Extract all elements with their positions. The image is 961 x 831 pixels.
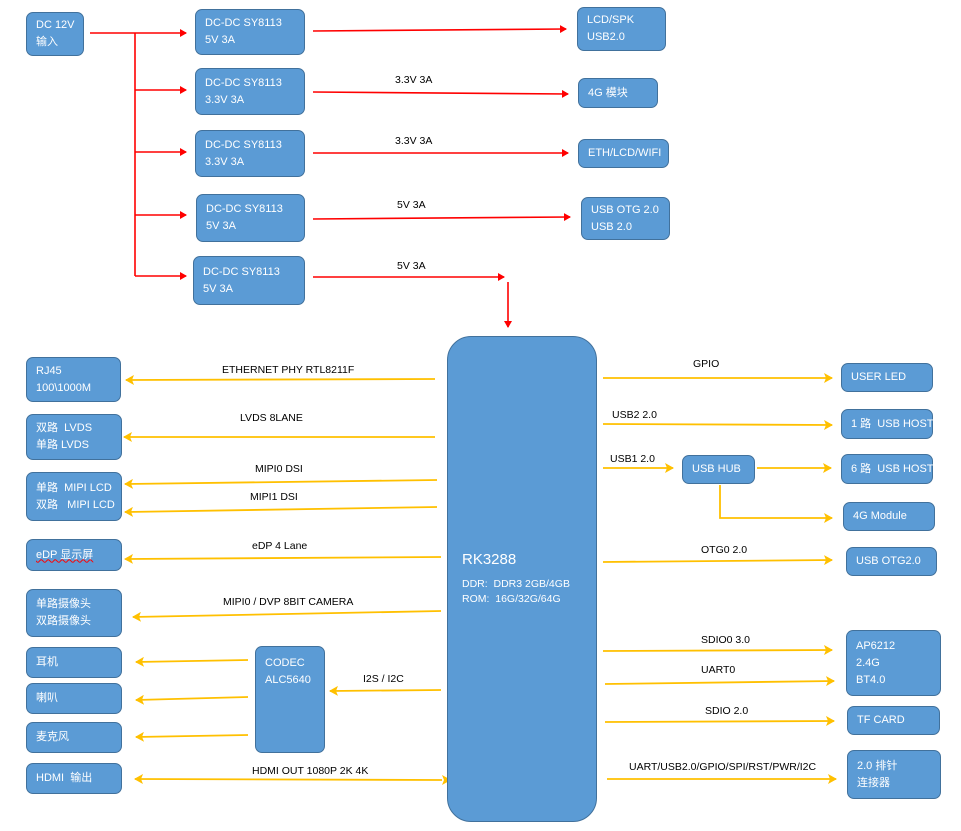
label-hdmi: HDMI OUT 1080P 2K 4K [252,765,369,777]
dc-input-box: DC 12V 输入 [26,12,84,56]
arrow-edp [124,553,442,564]
arrow-mic [135,731,249,742]
mipi-lcd-box: 单路 MIPI LCD 双路 MIPI LCD [26,472,122,521]
label-sdio0: SDIO0 3.0 [701,634,751,646]
arrow-mipi0 [124,478,438,489]
speaker-box: 喇叭 [26,683,122,714]
rail-label-4: 5V 3A [397,260,426,272]
rail-label-3: 5V 3A [397,199,426,211]
soc-box: RK3288 DDR: DDR3 2GB/4GB ROM: 16G/32G/64… [447,336,597,822]
rail-label-2: 3.3V 3A [395,135,433,147]
power-output-box-4: USB OTG 2.0 USB 2.0 [581,197,670,240]
arrow-camera [132,610,442,622]
arrow-speaker [135,694,249,705]
power-output-box-1: LCD/SPK USB2.0 [577,7,666,51]
arrow-otg0 [602,555,833,566]
label-otg0: OTG0 2.0 [701,544,748,556]
edp-box: eDP 显示屏 [26,539,122,571]
module-4g-box: 4G Module [843,502,935,531]
power-output-box-3: ETH/LCD/WIFI [578,139,669,168]
header-connector-box: 2.0 排针 连接器 [847,750,941,799]
usb-hub-box: USB HUB [682,455,755,484]
arrow-usb2 [602,419,833,430]
usb-host6-box: 6 路 USB HOST [841,454,934,484]
rj45-box: RJ45 100\1000M [26,357,121,402]
label-edp: eDP 4 Lane [252,540,308,552]
label-misc: UART/USB2.0/GPIO/SPI/RST/PWR/I2C [629,761,817,773]
label-gpio: GPIO [693,358,720,370]
arrow-hdmi-left [134,774,442,785]
arrow-i2s [329,685,442,696]
power-arrow-out1 [312,25,567,34]
label-mipi1: MIPI1 DSI [250,491,298,503]
arrow-earphone [135,656,249,667]
usb-host1-box: 1 路 USB HOST [841,409,934,439]
regulator-box-4: DC-DC SY8113 5V 3A [196,194,305,242]
signal-connectors [123,373,837,785]
soc-rom: ROM: 16G/32G/64G [462,593,561,605]
label-uart0: UART0 [701,664,736,676]
soc-name: RK3288 [462,551,517,568]
arrow-ethernet [125,374,436,385]
soc-ddr: DDR: DDR3 2GB/4GB [462,578,570,590]
label-usb2: USB2 2.0 [612,409,657,421]
arrow-mipi1 [124,506,438,517]
power-arrow-out2 [312,89,569,98]
tf-card-box: TF CARD [847,706,940,735]
rail-label-1: 3.3V 3A [395,74,433,86]
regulator-box-5: DC-DC SY8113 5V 3A [193,256,305,305]
label-usb1: USB1 2.0 [610,453,655,465]
label-sdio2: SDIO 2.0 [705,705,749,717]
codec-box: CODEC ALC5640 [255,646,325,753]
user-led-box: USER LED [841,363,933,392]
regulator-box-3: DC-DC SY8113 3.3V 3A [195,130,305,177]
hdmi-box: HDMI 输出 [26,763,122,794]
edp-box-label: eDP 显示屏 [36,548,94,561]
power-output-box-2: 4G 模块 [578,78,658,108]
regulator-box-2: DC-DC SY8113 3.3V 3A [195,68,305,115]
label-lvds: LVDS 8LANE [240,412,303,424]
power-arrow-out4 [312,213,571,222]
camera-box: 单路摄像头 双路摄像头 [26,589,122,637]
arrow-uart0 [604,676,835,687]
lvds-box: 双路 LVDS 单路 LVDS [26,414,122,460]
arrow-hub-4g [719,485,833,523]
power-connectors [90,25,571,328]
label-mipi0: MIPI0 DSI [255,463,303,475]
usb-otg-box: USB OTG2.0 [846,547,937,576]
regulator-box-1: DC-DC SY8113 5V 3A [195,9,305,55]
arrow-sdio2 [604,716,835,727]
mic-box: 麦克风 [26,722,122,753]
arrow-sdio0 [602,645,833,656]
label-i2s: I2S / I2C [363,673,404,685]
hdmi-arrowhead-right [442,775,451,785]
ap6212-box: AP6212 2.4G BT4.0 [846,630,941,696]
label-ethernet: ETHERNET PHY RTL8211F [222,364,355,376]
label-camera: MIPI0 / DVP 8BIT CAMERA [223,596,354,608]
earphone-box: 耳机 [26,647,122,678]
